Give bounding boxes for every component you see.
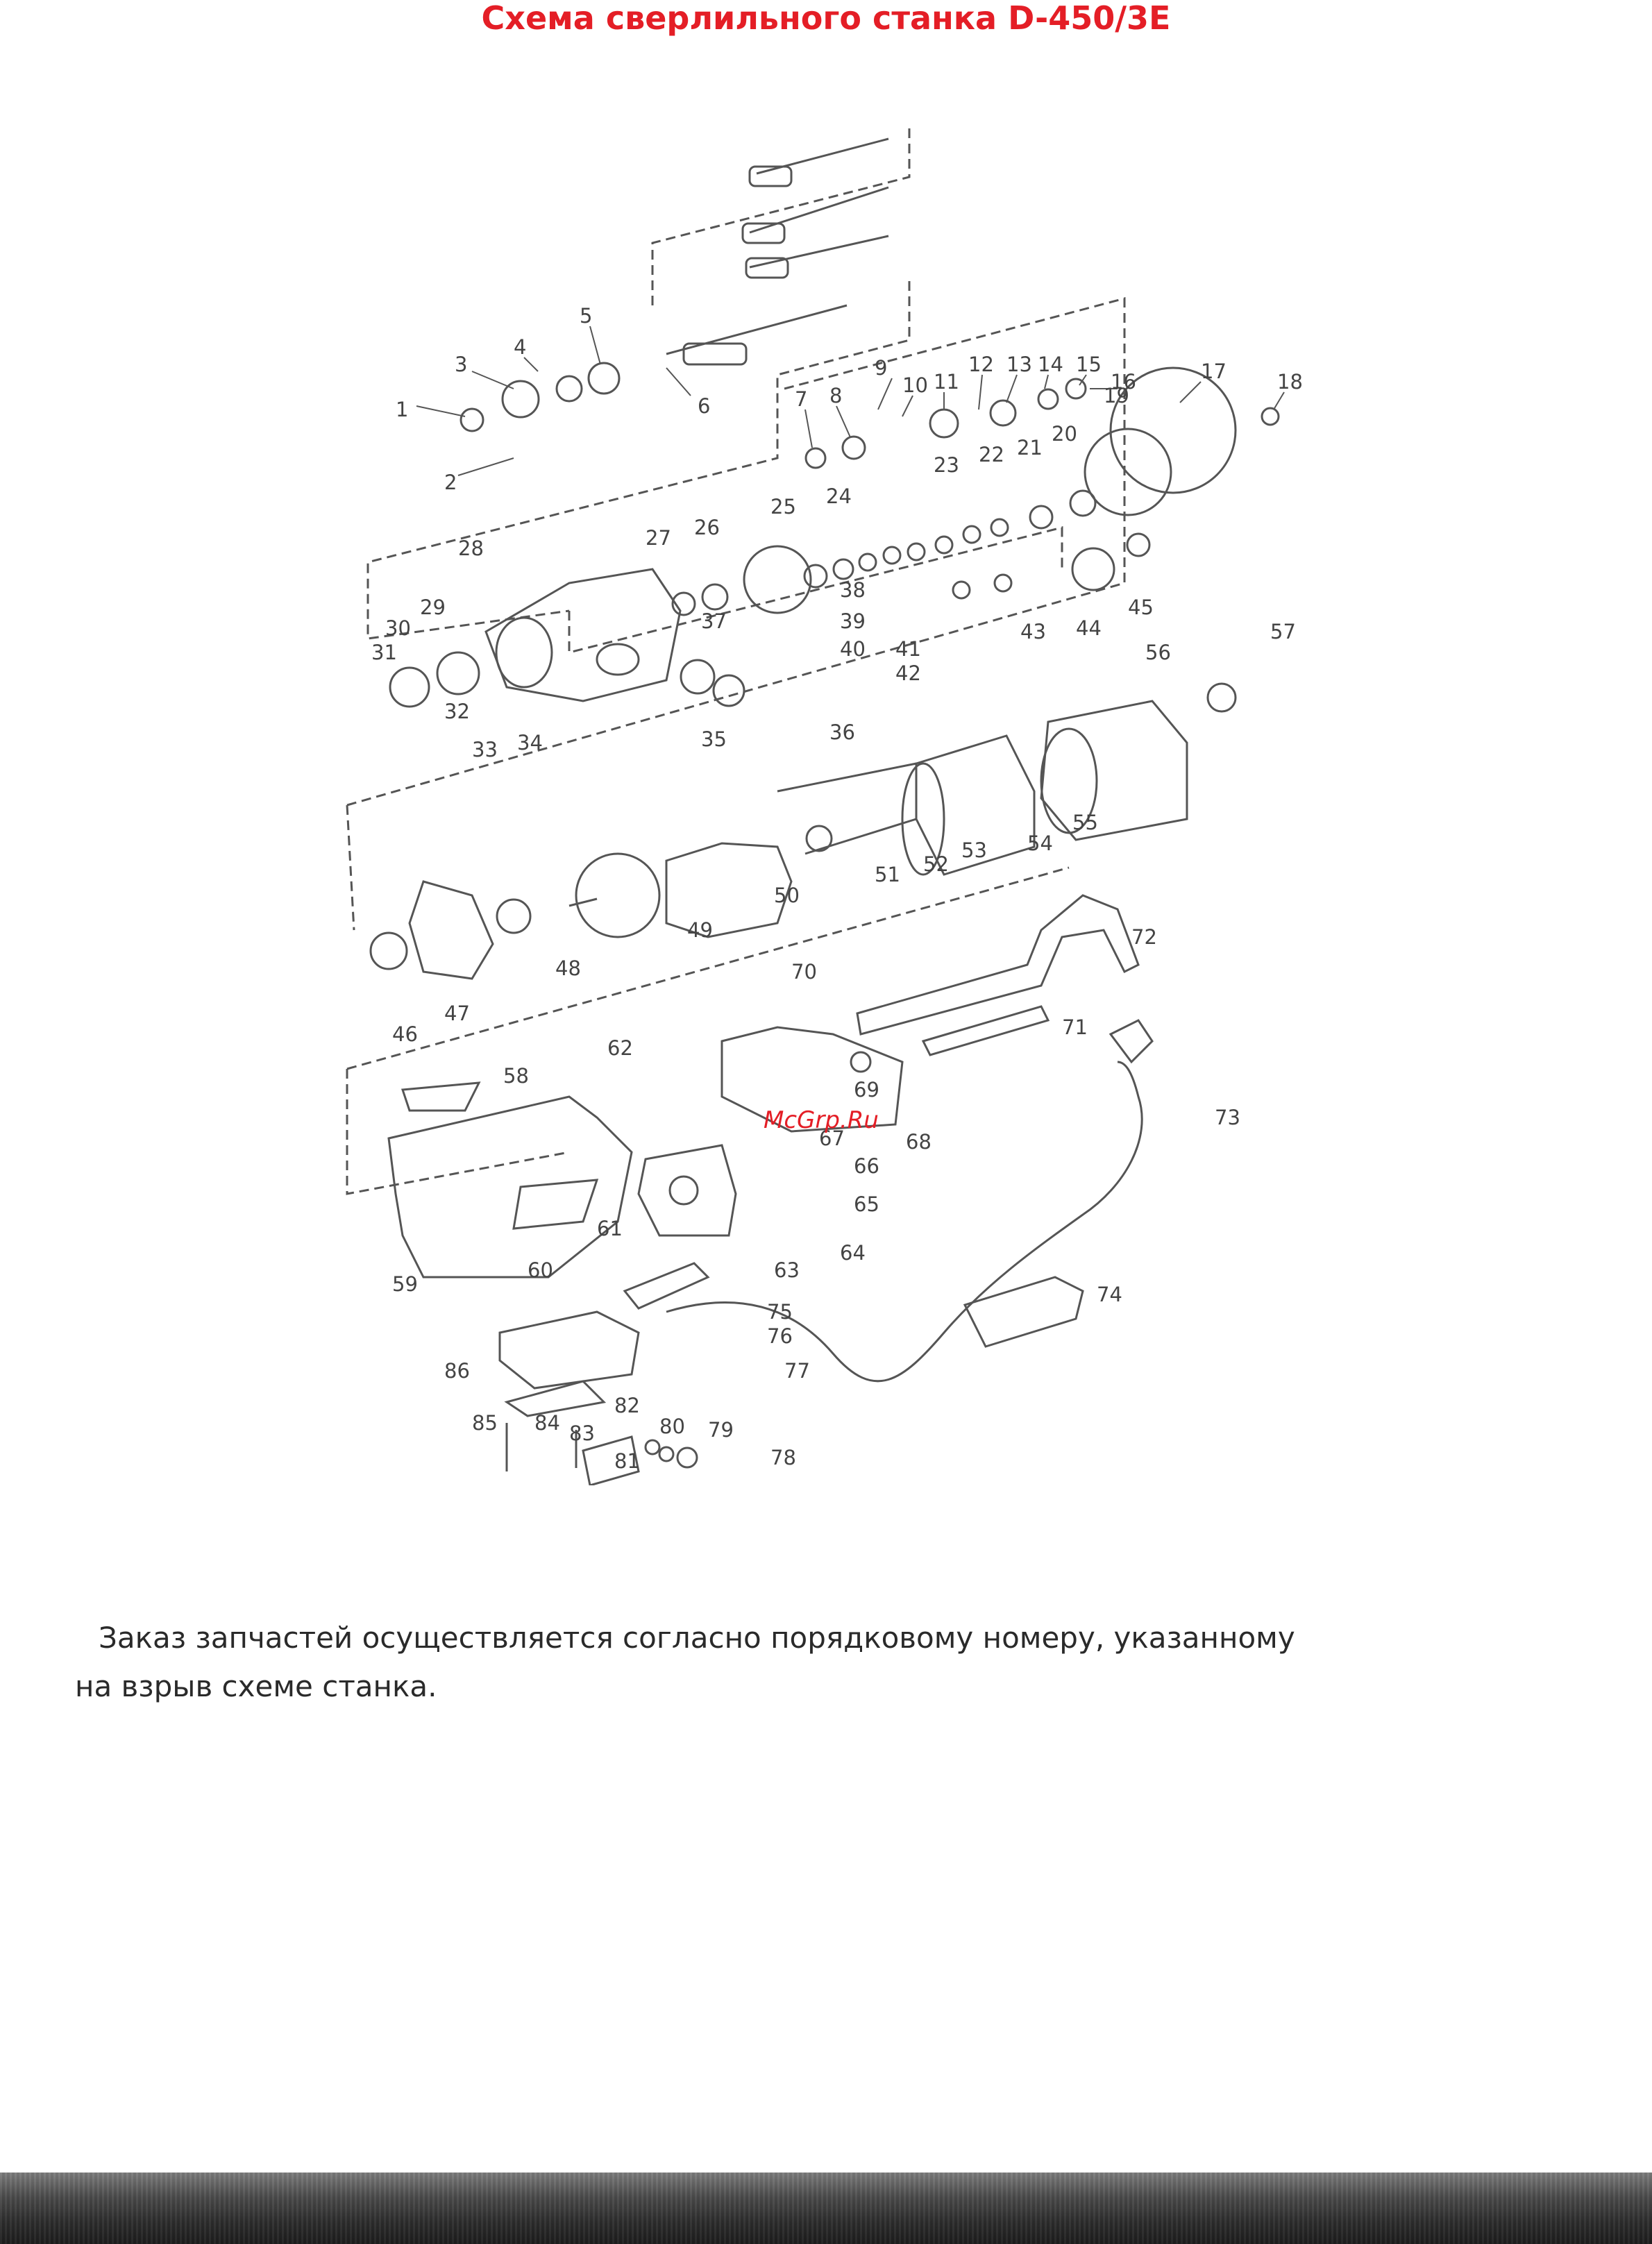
part-number-label: 43 [1020,620,1046,643]
part-number-label: 54 [1027,832,1053,855]
part-number-label: 68 [906,1130,932,1154]
part-number-label: 57 [1270,620,1296,643]
part-number-label: 15 [1076,353,1102,376]
part-number-label: 78 [770,1446,796,1469]
part-number-label: 83 [569,1422,595,1445]
part-number-label: 34 [517,731,543,754]
part-number-label: 8 [829,384,842,407]
part-number-label: 47 [444,1002,470,1025]
part-number-label: 66 [854,1154,879,1178]
part-number-label: 25 [770,495,796,518]
part-number-label: 20 [1052,422,1077,446]
part-number-label: 71 [1062,1015,1088,1039]
part-number-label: 49 [687,918,713,942]
part-number-label: 60 [528,1258,553,1282]
watermark: McGrp.Ru [764,1106,879,1134]
parts-order-note: Заказ запчастей осуществляется согласно … [75,1614,1394,1711]
part-number-label: 7 [795,387,807,411]
part-number-label: 2 [444,471,457,494]
part-number-label: 50 [774,884,800,907]
part-number-label: 4 [514,335,526,359]
note-line-1: Заказ запчастей осуществляется согласно … [99,1621,1295,1655]
part-number-label: 62 [607,1036,633,1060]
part-number-label: 75 [767,1300,793,1324]
part-number-label: 82 [614,1394,640,1417]
part-number-label: 37 [701,609,727,633]
part-number-label: 5 [580,304,592,328]
part-number-label: 70 [791,960,817,984]
part-number-label: 14 [1038,353,1063,376]
part-number-label: 69 [854,1078,879,1102]
part-number-label: 27 [646,526,671,550]
part-number-label: 11 [934,370,959,394]
part-number-label: 55 [1072,811,1098,834]
part-number-label: 63 [774,1258,800,1282]
part-number-label: 64 [840,1241,866,1265]
part-number-label: 1 [396,398,408,421]
part-number-label: 24 [826,484,852,508]
exploded-parts-diagram: 1 2 3 4 5 6 7 8 9 10 11 12 13 14 15 16 1… [305,111,1347,1485]
part-number-label: 84 [534,1411,560,1435]
part-number-label: 45 [1128,596,1154,619]
part-number-label: 38 [840,578,866,602]
part-number-label: 40 [840,637,866,661]
footer-bar [0,2173,1652,2244]
part-number-label: 79 [708,1418,734,1442]
part-number-label: 67 [819,1127,845,1150]
part-number-label: 42 [895,661,921,685]
part-number-label: 19 [1104,384,1129,407]
part-number-label: 32 [444,700,470,723]
part-number-label: 9 [875,356,887,380]
part-number-label: 18 [1277,370,1303,394]
part-number-label: 23 [934,453,959,477]
page-title: Схема сверлильного станка D-450/3E [481,0,1171,37]
part-number-label: 74 [1097,1283,1122,1306]
part-number-label: 16 [1111,370,1136,394]
part-number-label: 10 [902,373,928,397]
part-number-label: 80 [659,1415,685,1438]
part-number-label: 86 [444,1359,470,1383]
part-number-label: 72 [1131,925,1157,949]
part-number-label: 12 [968,353,994,376]
part-number-label: 56 [1145,641,1171,664]
part-number-label: 61 [597,1217,623,1240]
part-number-label: 65 [854,1192,879,1216]
part-number-labels: 1 2 3 4 5 6 7 8 9 10 11 12 13 14 15 16 1… [371,304,1303,1473]
part-number-label: 44 [1076,616,1102,640]
part-number-label: 29 [420,596,446,619]
part-number-label: 46 [392,1022,418,1046]
part-number-label: 77 [784,1359,810,1383]
part-number-label: 58 [503,1064,529,1088]
part-number-label: 59 [392,1272,418,1296]
part-number-label: 53 [961,838,987,862]
part-number-label: 76 [767,1324,793,1348]
diagram-svg: 1 2 3 4 5 6 7 8 9 10 11 12 13 14 15 16 1… [346,125,1303,1485]
part-number-label: 6 [698,394,710,418]
note-line-2: на взрыв схеме станка. [75,1669,437,1703]
part-number-label: 51 [875,863,900,886]
part-number-label: 17 [1201,360,1227,383]
part-number-label: 26 [694,516,720,539]
part-number-label: 52 [923,852,949,876]
part-number-label: 33 [472,738,498,761]
part-number-label: 85 [472,1411,498,1435]
footer-texture [0,2173,1652,2244]
part-number-label: 41 [895,637,921,661]
part-number-label: 13 [1006,353,1032,376]
part-number-label: 39 [840,609,866,633]
part-number-label: 81 [614,1449,640,1473]
part-number-label: 36 [829,720,855,744]
part-number-label: 3 [455,353,467,376]
part-number-label: 31 [371,641,397,664]
part-number-label: 22 [979,443,1004,466]
part-number-label: 35 [701,727,727,751]
part-number-label: 21 [1017,436,1043,459]
part-number-label: 48 [555,956,581,980]
part-number-label: 30 [385,616,411,640]
part-number-label: 28 [458,537,484,560]
part-number-label: 73 [1215,1106,1240,1129]
